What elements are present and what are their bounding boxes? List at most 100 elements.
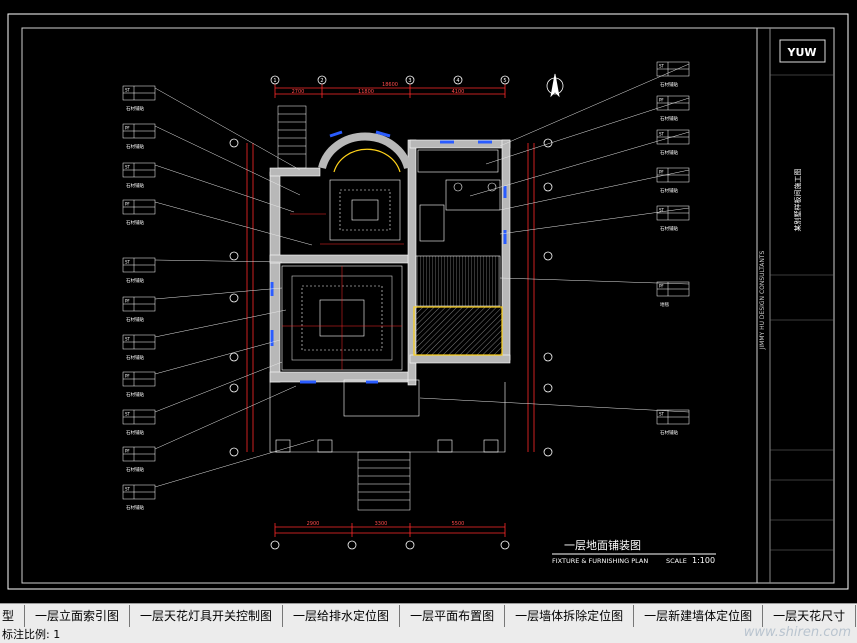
bottom-dimension (274, 523, 506, 537)
rotunda-wall (318, 132, 412, 170)
grid-num-1: 1 (273, 78, 276, 84)
grid-bubbles-top (270, 75, 510, 85)
material-tag: ST 石材铺贴 (122, 257, 283, 284)
tag-label: 石材铺贴 (126, 143, 144, 150)
material-tag: ST 石材铺贴 (122, 162, 295, 213)
material-tag: ST 石材铺贴 (122, 361, 283, 436)
material-tag: PF 石材铺贴 (499, 167, 690, 211)
material-tag: ST 石材铺贴 (419, 397, 690, 436)
tag-code: PF (125, 374, 130, 379)
grid-num-4: 4 (456, 78, 459, 84)
tag-code: ST (659, 208, 665, 213)
status-bar: 标注比例: 1 (0, 627, 857, 643)
tag-label: 石材铺贴 (660, 115, 678, 122)
title-block-rows (770, 74, 834, 551)
logo-text: YUW (786, 46, 816, 59)
project-name-vertical: 某别墅样板间施工图 (793, 169, 802, 232)
interior-dims (282, 213, 404, 370)
tag-code: PF (125, 126, 130, 131)
tag-code: ST (125, 337, 131, 342)
scale-value: 1:100 (692, 556, 715, 565)
kitchen-fixtures (417, 149, 501, 242)
tab-plumbing[interactable]: 一层给排水定位图 (283, 605, 401, 627)
title-block-vertical-text: JIMMY HU DESIGN CONSULTANTS (759, 250, 766, 350)
tag-code: ST (125, 165, 131, 170)
carpet-room (413, 306, 503, 356)
building-walls (269, 139, 511, 417)
windows (270, 130, 507, 384)
grid-num-2: 2 (320, 78, 323, 84)
top-dimension (274, 84, 506, 98)
tag-label: 石材铺贴 (126, 105, 144, 112)
tag-label: 石材铺贴 (126, 504, 144, 511)
tab-model-partial[interactable]: 型 (0, 605, 26, 627)
tag-code: PF (659, 284, 664, 289)
scale-label: SCALE (666, 557, 687, 565)
tag-code: PF (125, 202, 130, 207)
bottom-dim-2: 3300 (375, 521, 388, 527)
tag-code: ST (125, 260, 131, 265)
drawing-title-en: FIXTURE & FURNISHING PLAN (552, 557, 648, 565)
material-tag: PF 石材铺贴 (122, 385, 297, 473)
tag-code: PF (125, 449, 130, 454)
tag-code: PF (659, 170, 664, 175)
tag-code: ST (659, 132, 665, 137)
grid-num-3: 3 (408, 78, 411, 84)
tag-code: ST (125, 412, 131, 417)
tag-label: 石材铺贴 (660, 149, 678, 156)
tab-ceiling-dims[interactable]: 一层天花尺寸 (763, 605, 857, 627)
material-tag: ST 石材铺贴 (499, 205, 690, 235)
tag-code: PF (659, 98, 664, 103)
tag-label: 石材铺贴 (126, 219, 144, 226)
material-tag: PF 石材铺贴 (122, 339, 281, 398)
spiral-stair (333, 148, 401, 173)
tag-code: ST (125, 88, 131, 93)
watermark: www.shiren.com (743, 625, 851, 640)
north-arrow (546, 73, 564, 98)
top-dim-1: 2700 (292, 89, 305, 95)
bottom-dim-3: 5500 (452, 521, 465, 527)
tag-label: 石材铺贴 (126, 354, 144, 361)
grid-bubbles-left (229, 138, 239, 457)
material-tag: ST 石材铺贴 (499, 61, 690, 147)
tag-label: 石材铺贴 (126, 277, 144, 284)
tab-elevation-index[interactable]: 一层立面索引图 (25, 605, 131, 627)
tab-wall-demolition[interactable]: 一层墙体拆除定位图 (505, 605, 635, 627)
material-tag: ST 石材铺贴 (122, 439, 315, 511)
grid-num-5: 5 (503, 78, 506, 84)
annotation-scale-text: 标注比例: 1 (2, 628, 61, 641)
tag-label: 地毯 (660, 301, 669, 308)
stair-south (357, 451, 411, 511)
wood-floor-room (415, 255, 501, 307)
cad-drawing-canvas[interactable]: YUW JIMMY HU DESIGN CONSULTANTS 某别墅样板间施工… (0, 0, 857, 603)
stair-north (277, 105, 307, 169)
logo-box (779, 39, 826, 63)
material-tag: ST 石材铺贴 (122, 309, 287, 361)
total-width-dim: 18600 (382, 82, 398, 88)
tag-code: ST (125, 487, 131, 492)
material-tag: PF 石材铺贴 (485, 95, 690, 165)
drawing-title-cn: 一层地面铺装图 (564, 539, 641, 552)
tab-floor-layout[interactable]: 一层平面布置图 (400, 605, 506, 627)
tab-ceiling-lighting[interactable]: 一层天花灯具开关控制图 (130, 605, 284, 627)
material-tag: PF 石材铺贴 (122, 199, 313, 246)
tag-label: 石材铺贴 (126, 429, 144, 436)
top-dim-3: 4100 (452, 89, 465, 95)
bottom-dim-1: 2900 (307, 521, 320, 527)
floor-plan-drawing: YUW JIMMY HU DESIGN CONSULTANTS 某别墅样板间施工… (7, 13, 849, 590)
tag-label: 石材铺贴 (126, 391, 144, 398)
left-material-tags: ST石材铺贴PF石材铺贴ST石材铺贴PF石材铺贴ST石材铺贴PF石材铺贴ST石材… (122, 85, 315, 511)
tag-code: ST (659, 412, 665, 417)
tag-label: 石材铺贴 (660, 187, 678, 194)
left-dimension (246, 143, 254, 452)
tag-label: 石材铺贴 (660, 225, 678, 232)
tag-label: 石材铺贴 (660, 429, 678, 436)
tag-label: 石材铺贴 (660, 81, 678, 88)
tab-new-walls[interactable]: 一层新建墙体定位图 (634, 605, 764, 627)
grid-bubbles-right (543, 138, 553, 457)
tag-code: ST (659, 64, 665, 69)
terrace-railing (269, 382, 506, 453)
material-tag: ST 石材铺贴 (469, 129, 690, 197)
tag-label: 石材铺贴 (126, 182, 144, 189)
